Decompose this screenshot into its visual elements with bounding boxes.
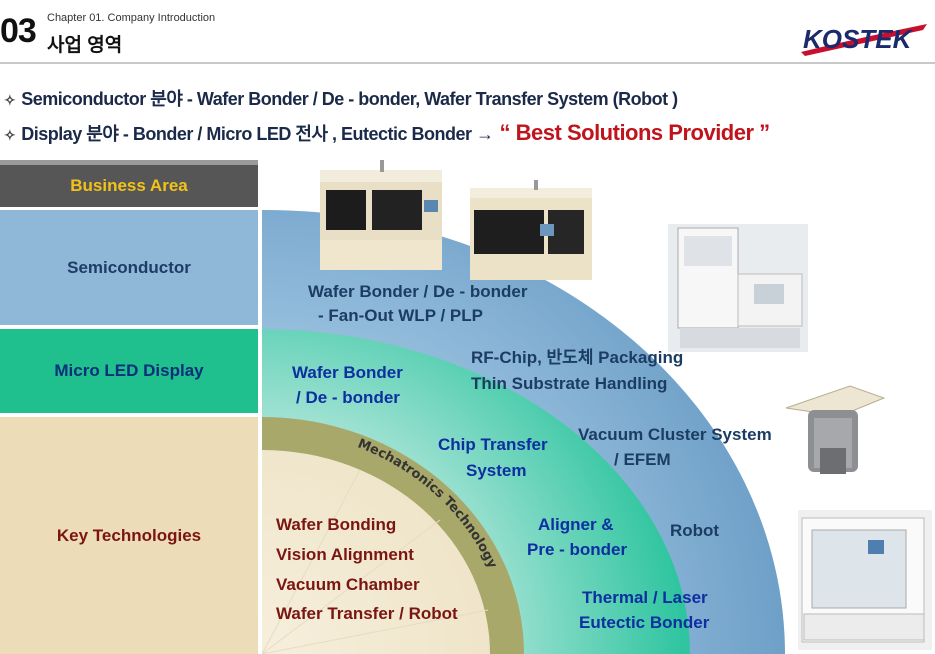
- chip-transfer-label-1: Chip Transfer: [438, 435, 548, 454]
- bullet-text: Semiconductor 분야 - Wafer Bonder / De - b…: [21, 89, 678, 109]
- led-wafer-bonder-label-2: / De - bonder: [296, 388, 400, 407]
- row-micro-led-display: Micro LED Display: [0, 329, 258, 413]
- semi-label-2: - Fan-Out WLP / PLP: [318, 306, 483, 325]
- debonder-machine-image: [470, 180, 592, 280]
- chip-transfer-label-2: System: [466, 461, 527, 480]
- business-area-header: Business Area: [0, 165, 258, 207]
- robot-label: Robot: [670, 521, 720, 540]
- key-tech-1: Wafer Bonding: [276, 515, 397, 534]
- row-key-technologies: Key Technologies: [0, 417, 258, 654]
- thermal-label-2: Eutectic Bonder: [579, 613, 710, 632]
- header-divider: [0, 62, 935, 64]
- semi-label-1: Wafer Bonder / De - bonder: [308, 282, 528, 301]
- bullet-marker-icon: ✧: [4, 127, 16, 143]
- section-number: 03: [0, 12, 37, 50]
- bullet-text: Display 분야 - Bonder / Micro LED 전사 , Eut…: [21, 124, 494, 144]
- key-tech-2: Vision Alignment: [276, 545, 414, 564]
- key-tech-3: Vacuum Chamber: [276, 575, 420, 594]
- row-semiconductor: Semiconductor: [0, 210, 258, 325]
- eutectic-bonder-machine-image: [798, 510, 932, 650]
- chapter-label: Chapter 01. Company Introduction: [47, 12, 216, 24]
- vacuum-label-2: / EFEM: [614, 450, 671, 469]
- bullet-semiconductor: ✧ Semiconductor 분야 - Wafer Bonder / De - …: [4, 85, 678, 111]
- aligner-label-2: Pre - bonder: [527, 540, 628, 559]
- aligner-label-1: Aligner &: [538, 515, 614, 534]
- logo-text: KOSTEK: [803, 24, 914, 54]
- key-tech-4: Wafer Transfer / Robot: [276, 604, 458, 623]
- rf-label-1: RF-Chip, 반도체 Packaging: [471, 348, 684, 367]
- wafer-transfer-system-image: [668, 224, 808, 352]
- bullet-display: ✧ Display 분야 - Bonder / Micro LED 전사 , Eu…: [4, 120, 770, 146]
- wafer-bonder-machine-image: [320, 160, 442, 270]
- vacuum-robot-image: [785, 385, 886, 474]
- rf-label-2: Thin Substrate Handling: [471, 374, 668, 393]
- thermal-label-1: Thermal / Laser: [582, 588, 708, 607]
- page-title: 사업 영역: [47, 35, 123, 56]
- vacuum-label-1: Vacuum Cluster System: [578, 425, 772, 444]
- led-wafer-bonder-label-1: Wafer Bonder: [292, 363, 403, 382]
- tagline: “ Best Solutions Provider ”: [499, 120, 771, 145]
- bullet-marker-icon: ✧: [4, 92, 16, 108]
- kostek-logo: KOSTEK: [801, 24, 927, 56]
